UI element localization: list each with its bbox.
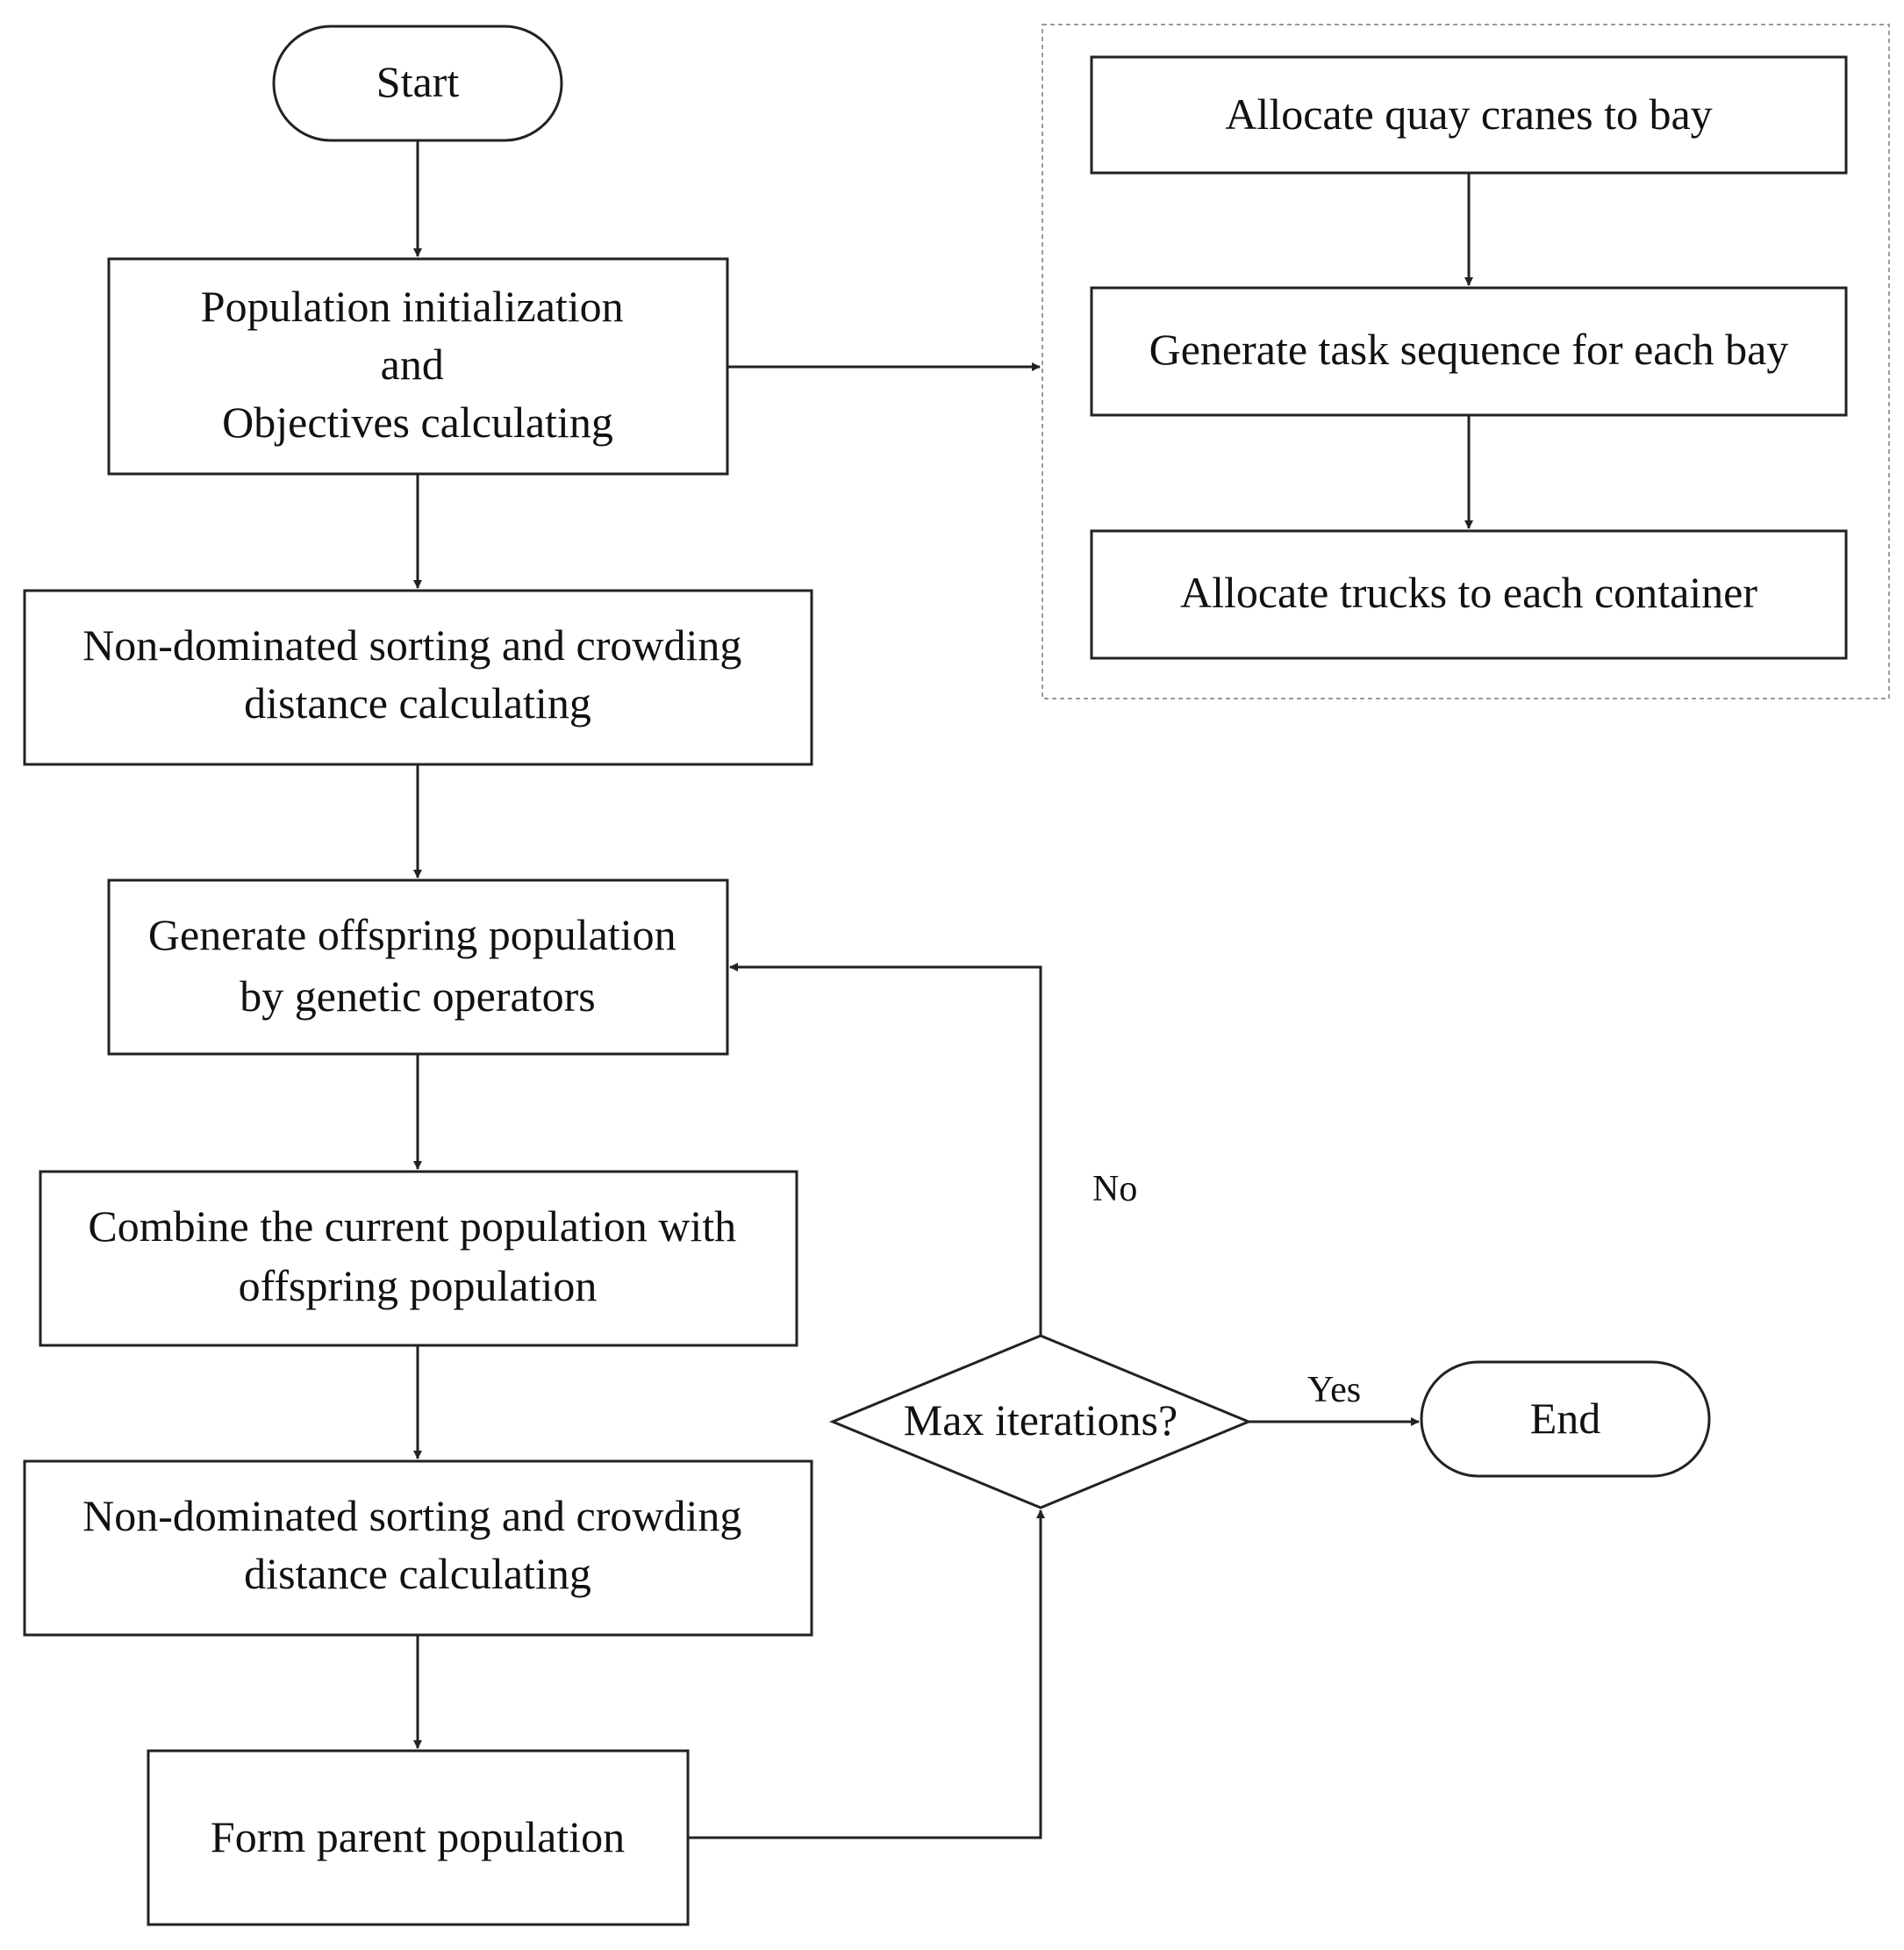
decision-label: Max iterations? [904,1395,1177,1445]
offspring-line-2: by genetic operators [240,971,595,1021]
sorting-1-label: Non-dominated sorting and crowding dista… [82,620,753,728]
population-init-line-3: Objectives calculating [222,398,613,447]
combine-node: Combine the current population with offs… [39,1170,798,1347]
sorting-node-2: Non-dominated sorting and crowding dista… [23,1459,813,1637]
offspring-line-1: Generate offspring population [148,910,676,959]
combine-label: Combine the current population with offs… [88,1201,747,1310]
edge-label-no: No [1092,1169,1137,1209]
offspring-node: Generate offspring population by genetic… [107,878,729,1056]
population-init-label: Population initialization and Objectives… [201,282,634,447]
decision-node: Max iterations? [829,1334,1252,1509]
end-node: End [1420,1360,1711,1478]
trucks-label: Allocate trucks to each container [1180,568,1757,617]
sorting-2-line-2: distance calculating [244,1549,591,1598]
population-init-node: Population initialization and Objectives… [107,257,729,476]
quay-crane-label: Allocate quay cranes to bay [1225,90,1712,139]
combine-line-2: offspring population [239,1261,598,1310]
end-label: End [1530,1394,1601,1443]
sorting-node-1: Non-dominated sorting and crowding dista… [23,589,813,766]
sorting-1-line-2: distance calculating [244,678,591,728]
offspring-label: Generate offspring population by genetic… [148,910,687,1021]
combine-line-1: Combine the current population with [88,1201,736,1251]
start-label: Start [376,57,460,106]
sorting-1-line-1: Non-dominated sorting and crowding [82,620,741,670]
sorting-2-line-1: Non-dominated sorting and crowding [82,1491,741,1540]
sorting-2-label: Non-dominated sorting and crowding dista… [82,1491,753,1598]
population-init-line-2: and [381,340,444,389]
population-init-line-1: Population initialization [201,282,624,331]
task-sequence-node: Generate task sequence for each bay [1090,286,1848,417]
subprocess-group [1041,24,1890,699]
edge-label-yes: Yes [1307,1370,1361,1410]
start-node: Start [272,25,563,142]
task-sequence-label: Generate task sequence for each bay [1149,325,1789,374]
parent-node: Form parent population [147,1749,690,1926]
trucks-node: Allocate trucks to each container [1090,529,1848,660]
edge-decision-no-loop [729,963,1042,1336]
quay-crane-node: Allocate quay cranes to bay [1090,55,1848,175]
parent-label: Form parent population [211,1812,625,1861]
edge-parent-to-decision [688,1509,1045,1839]
